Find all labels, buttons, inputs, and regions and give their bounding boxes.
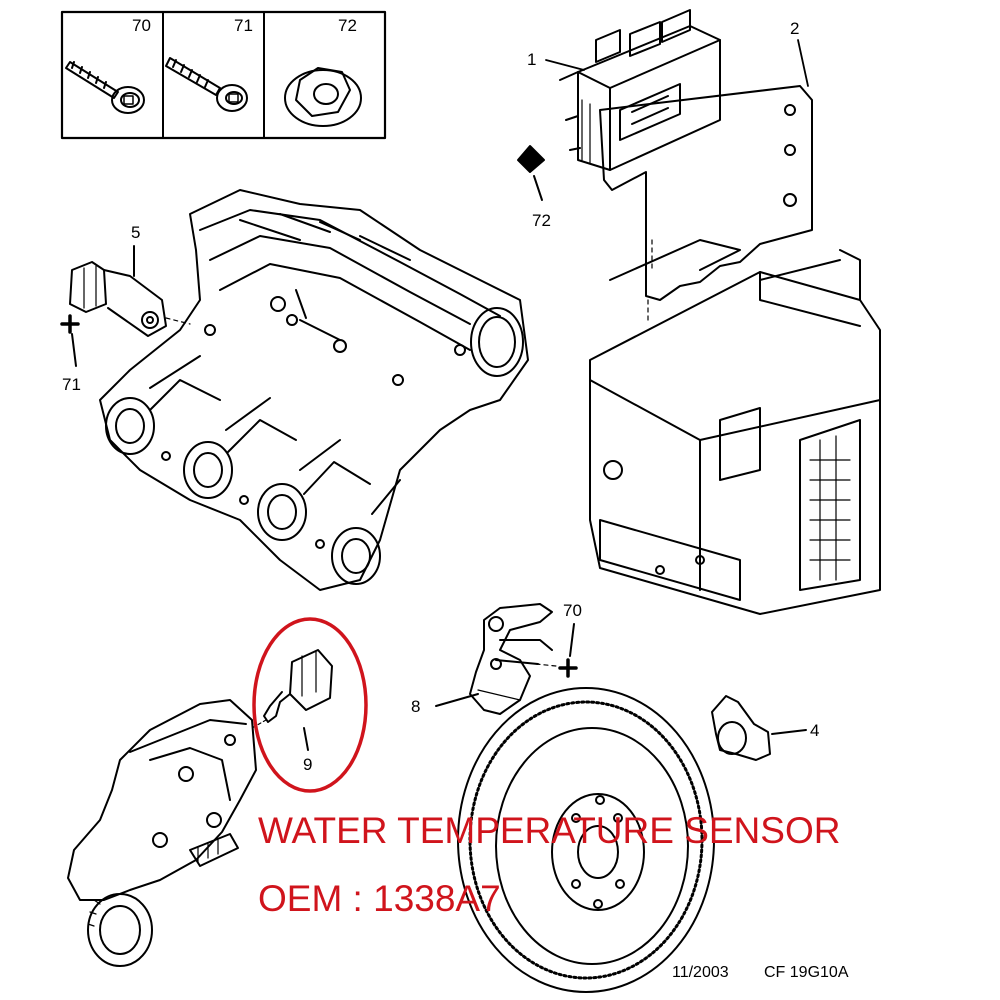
map-screw-71 [60,245,135,367]
callout-70: 70 [563,601,582,620]
highlight-circle [252,617,368,793]
bolt-70-icon [65,61,145,114]
callout-71: 71 [62,375,81,394]
callout-9: 9 [303,755,313,774]
callout-5: 5 [131,223,141,242]
annotation-title: WATER TEMPERATURE SENSOR [258,810,841,851]
map-sensor-5 [69,261,191,337]
footer-ref: CF 19G10A [764,964,849,981]
box-label-72: 72 [338,16,357,35]
intake-manifold [99,189,529,591]
callout-72: 72 [532,211,551,230]
flywheel [457,687,715,993]
annotation-oem: OEM : 1338A7 [258,878,501,919]
ecu-module [559,9,721,171]
ecu-nut-72 [517,145,545,201]
callout-4: 4 [810,721,820,740]
screw-71-icon [165,57,248,112]
ecu-bracket [599,85,813,321]
water-temperature-sensor-9 [251,649,333,751]
callout-2: 2 [790,19,800,38]
callout-leaders [545,39,809,87]
footer-date: 11/2003 [672,964,729,981]
crank-sensor-8 [435,603,557,715]
callout-1: 1 [527,50,537,69]
box-label-70: 70 [132,16,151,35]
thermostat-housing [67,699,257,967]
battery-tray [589,239,881,615]
crank-screw-70 [558,623,578,678]
cam-sensor-4 [711,695,807,761]
fastener-box [60,10,387,140]
box-label-71: 71 [234,16,253,35]
callout-8: 8 [411,697,421,716]
flange-nut-72-icon [284,67,362,127]
